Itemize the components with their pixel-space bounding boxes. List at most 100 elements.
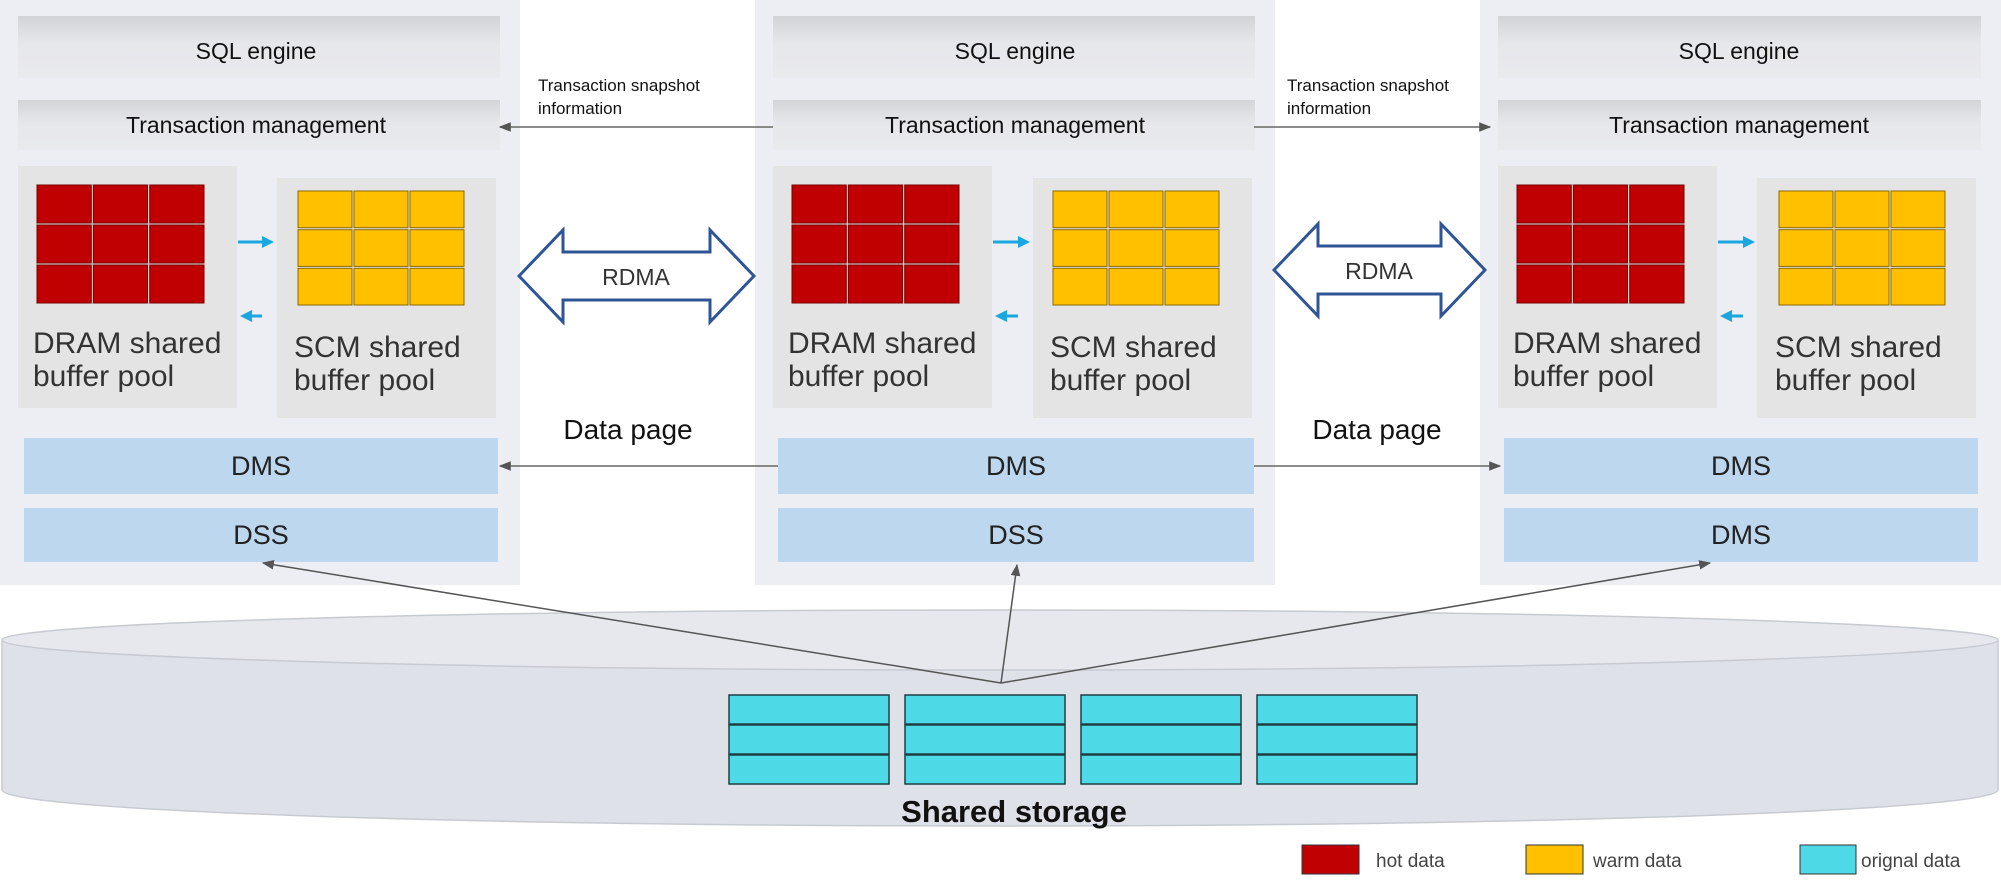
data-page-block (1778, 229, 1834, 267)
dram-pool-line-2: buffer pool (33, 360, 174, 393)
node-2: SQL engine Transaction management DRAM s… (755, 0, 1275, 585)
sql-engine-bar (18, 16, 500, 78)
dram-pool-line-1: DRAM shared (33, 327, 221, 360)
scm-pool-line-1: SCM shared (1050, 331, 1217, 364)
data-page-block (1572, 224, 1629, 264)
legend-original-label: orignal data (1861, 851, 1961, 872)
data-page-block (149, 264, 205, 304)
legend-hot-swatch (1301, 844, 1360, 875)
legend-warm-label: warm data (1592, 851, 1682, 872)
data-page-block (353, 190, 409, 229)
dram-pool-label: DRAM shared buffer pool (788, 327, 985, 393)
data-page-block (409, 267, 465, 306)
node-1: SQL engine Transaction management DRAM s… (0, 0, 520, 585)
original-data-block (1080, 724, 1242, 755)
sql-engine-label: SQL engine (196, 38, 317, 64)
data-page-block (36, 264, 92, 304)
transaction-management-label: Transaction management (885, 112, 1146, 138)
storage-cylinder-top (1, 609, 1999, 671)
original-data-block (904, 694, 1066, 725)
data-page-block (847, 184, 904, 224)
snapshot-note-line-1: Transaction snapshot (538, 76, 700, 95)
data-page-block (92, 184, 149, 224)
data-page-block (1890, 229, 1946, 267)
data-page-block (1834, 267, 1890, 306)
legend-warm-swatch (1525, 844, 1584, 875)
data-page-label: Data page (563, 414, 692, 445)
data-page-block (1052, 229, 1108, 267)
data-page-label: Data page (1312, 414, 1441, 445)
legend-hot-label: hot data (1376, 851, 1445, 872)
dms-label: DMS (1711, 451, 1771, 481)
transaction-management-bar (773, 100, 1255, 150)
data-page-block (149, 224, 205, 264)
data-page-block (92, 224, 149, 264)
pool-exchange-arrows (1718, 236, 1755, 322)
data-page-block (847, 264, 904, 304)
snapshot-note: Transaction snapshot information (1287, 76, 1454, 118)
scm-pool-label: SCM shared buffer pool (1775, 331, 1950, 397)
data-page-block (1108, 229, 1164, 267)
data-page-block (1629, 224, 1685, 264)
storage-label: Shared storage (901, 794, 1127, 829)
hot-data-grid (1516, 184, 1685, 304)
dss-bar (24, 508, 498, 562)
data-page-block (297, 267, 353, 306)
snapshot-note-line-2: information (538, 99, 622, 118)
data-page-block (904, 224, 960, 264)
link-2: Transaction snapshot information RDMA Da… (1254, 76, 1502, 471)
rdma-double-arrow (1271, 220, 1488, 320)
hot-data-grid (791, 184, 960, 304)
rdma-label: RDMA (1345, 258, 1413, 284)
legend: hot data warm data orignal data (1301, 844, 1961, 875)
link-1: Transaction snapshot information RDMA Da… (498, 76, 778, 471)
data-page-block (1164, 190, 1220, 229)
dram-pool-label: DRAM shared buffer pool (1513, 327, 1710, 393)
dss-label: DSS (233, 520, 289, 550)
data-page-block (1052, 267, 1108, 306)
dram-pool-label: DRAM shared buffer pool (33, 327, 230, 393)
data-page-block (1516, 264, 1572, 304)
scm-pool-label: SCM shared buffer pool (1050, 331, 1225, 397)
pool-exchange-arrows (238, 236, 274, 322)
sql-engine-label: SQL engine (955, 38, 1076, 64)
data-page-block (297, 229, 353, 267)
warm-data-grid (1778, 190, 1946, 306)
data-page-block (1572, 184, 1629, 224)
data-page-block (1834, 190, 1890, 229)
rdma-double-arrow (516, 226, 757, 326)
original-data-block (1080, 754, 1242, 785)
dms-bar-bottom (1504, 508, 1978, 562)
dss-label: DSS (988, 520, 1044, 550)
sql-engine-bar (1498, 16, 1981, 78)
data-page-block (1108, 267, 1164, 306)
original-data-block (1256, 754, 1418, 785)
original-data-block (1256, 724, 1418, 755)
data-page-block (1778, 267, 1834, 306)
data-page-block (1516, 184, 1572, 224)
original-data-block (1080, 694, 1242, 725)
node-3: SQL engine Transaction management DRAM s… (1480, 0, 2001, 585)
data-page-block (409, 190, 465, 229)
shared-storage: Shared storage (1, 609, 1999, 829)
transaction-management-label: Transaction management (1609, 112, 1870, 138)
dram-pool-line-1: DRAM shared (1513, 327, 1701, 360)
original-data-block (904, 724, 1066, 755)
data-page-block (847, 224, 904, 264)
data-page-block (1164, 229, 1220, 267)
data-page-block (791, 264, 847, 304)
storage-to-node-3-arrow (1000, 560, 1712, 684)
sql-engine-bar (773, 16, 1255, 78)
rdma-label: RDMA (602, 264, 670, 290)
legend-original-swatch (1799, 844, 1857, 875)
data-page-block (1890, 190, 1946, 229)
data-page-block (904, 184, 960, 224)
dms-bar (778, 438, 1254, 494)
data-page-block (353, 267, 409, 306)
data-page-block (1052, 190, 1108, 229)
hot-data-grid (36, 184, 205, 304)
dram-pool-line-2: buffer pool (788, 360, 929, 393)
dram-pool-line-2: buffer pool (1513, 360, 1654, 393)
data-page-block (791, 184, 847, 224)
